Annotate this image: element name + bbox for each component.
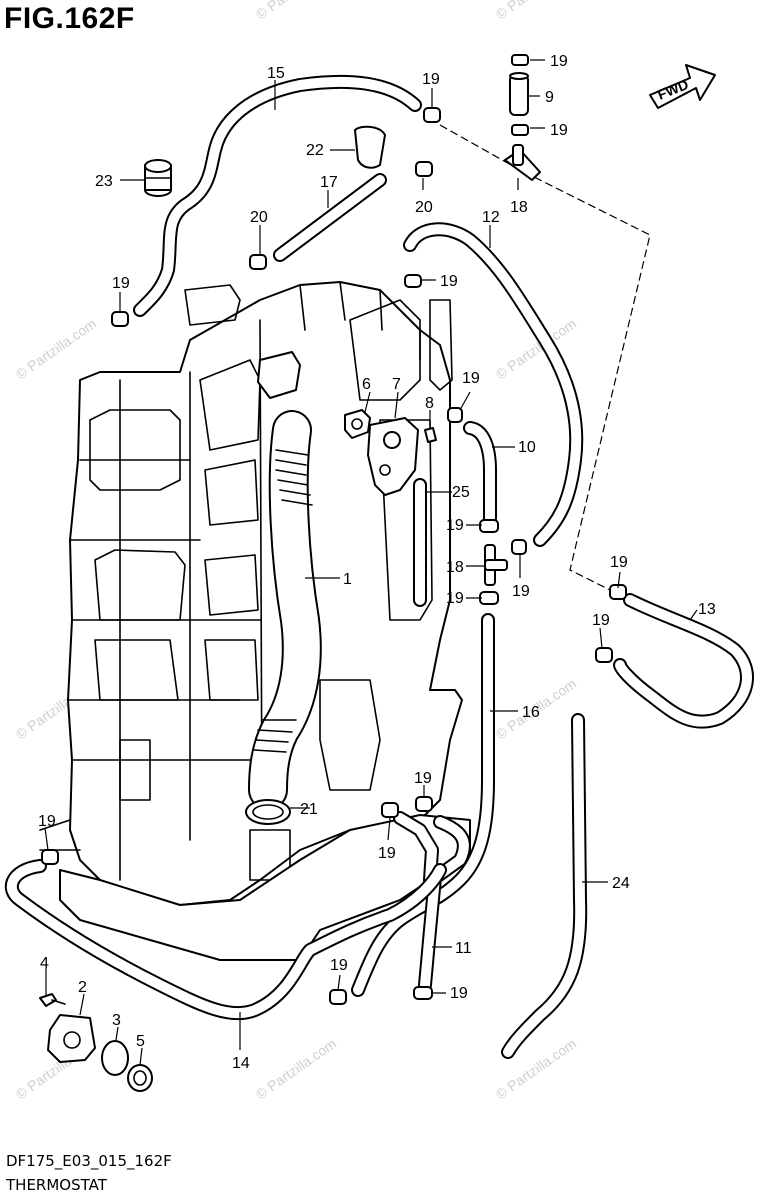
plug-5	[127, 1064, 153, 1092]
callout-19: 19	[330, 957, 348, 974]
callout-19: 19	[512, 583, 530, 600]
callout-19: 19	[112, 275, 130, 292]
callout-2: 2	[78, 979, 87, 996]
watermark-text: © Partzilla.com	[13, 315, 99, 382]
connector-9	[509, 72, 529, 116]
cover-2	[47, 1014, 96, 1063]
hose-24	[501, 713, 588, 1059]
callout-7: 7	[392, 376, 401, 393]
callout-24: 24	[612, 875, 630, 892]
tee-joint	[484, 544, 508, 586]
callout-numbers: 15 19 19 9 19 22 23 17 18 20 20 12 19 19…	[38, 53, 716, 1072]
callout-5: 5	[136, 1033, 145, 1050]
callout-20: 20	[415, 199, 433, 216]
hose-17	[273, 173, 387, 262]
callout-19: 19	[446, 517, 464, 534]
callout-19: 19	[610, 554, 628, 571]
forward-arrow: FWD	[649, 64, 716, 109]
bolt	[424, 427, 437, 443]
callout-19: 19	[440, 273, 458, 290]
callout-9: 9	[545, 89, 554, 106]
hose-15	[133, 74, 422, 317]
engine-block	[39, 281, 463, 906]
callout-3: 3	[112, 1012, 121, 1029]
callout-19: 19	[38, 813, 56, 830]
hose-clamp-21	[245, 799, 291, 825]
thermostat	[344, 409, 371, 439]
leader-lines	[44, 59, 698, 1066]
callout-20: 20	[250, 209, 268, 226]
hose-11b	[393, 811, 439, 887]
callout-11: 11	[455, 940, 472, 957]
callout-10: 10	[518, 439, 536, 456]
callout-4: 4	[40, 955, 49, 972]
callout-12: 12	[482, 209, 500, 226]
callout-13: 13	[698, 601, 716, 618]
watermark-text: © Partzilla.com	[493, 0, 579, 22]
callout-22: 22	[306, 142, 324, 159]
callout-15: 15	[267, 65, 285, 82]
callout-19: 19	[422, 71, 440, 88]
tee-joint	[504, 144, 541, 181]
callout-18: 18	[446, 559, 464, 576]
diagram-name: THERMOSTAT	[6, 1176, 107, 1194]
callout-19: 19	[550, 122, 568, 139]
water-fitting	[257, 351, 301, 399]
watermark-text: © Partzilla.com	[253, 1035, 339, 1102]
callout-25: 25	[452, 484, 470, 501]
figure-title: FIG.162F	[4, 2, 135, 35]
callout-19: 19	[592, 612, 610, 629]
callout-16: 16	[522, 704, 540, 721]
hose-12	[403, 222, 584, 547]
small-clamps	[41, 54, 627, 1005]
clamp-22	[354, 125, 386, 169]
hose-1	[248, 410, 322, 810]
callout-19: 19	[462, 370, 480, 387]
callout-14: 14	[232, 1055, 250, 1072]
bolt-4	[39, 993, 66, 1007]
callout-19: 19	[378, 845, 396, 862]
callout-6: 6	[362, 376, 371, 393]
hose-14	[4, 859, 447, 1021]
callout-8: 8	[425, 395, 434, 412]
hose-10	[463, 421, 497, 525]
o-ring	[101, 1040, 129, 1076]
callout-19: 19	[414, 770, 432, 787]
thermostat-cover	[367, 417, 419, 496]
callout-18: 18	[510, 199, 528, 216]
callout-19: 19	[550, 53, 568, 70]
callout-19: 19	[450, 985, 468, 1002]
callout-19: 19	[446, 590, 464, 607]
routing-dashed-line	[439, 124, 651, 591]
grommet	[144, 159, 172, 197]
callout-23: 23	[95, 173, 113, 190]
callout-1: 1	[343, 571, 352, 588]
watermark-text: © Partzilla.com	[253, 0, 339, 22]
callout-21: 21	[300, 801, 318, 818]
hose-13	[613, 593, 754, 729]
diagram-code: DF175_E03_015_162F	[6, 1152, 172, 1170]
callout-17: 17	[320, 174, 338, 191]
